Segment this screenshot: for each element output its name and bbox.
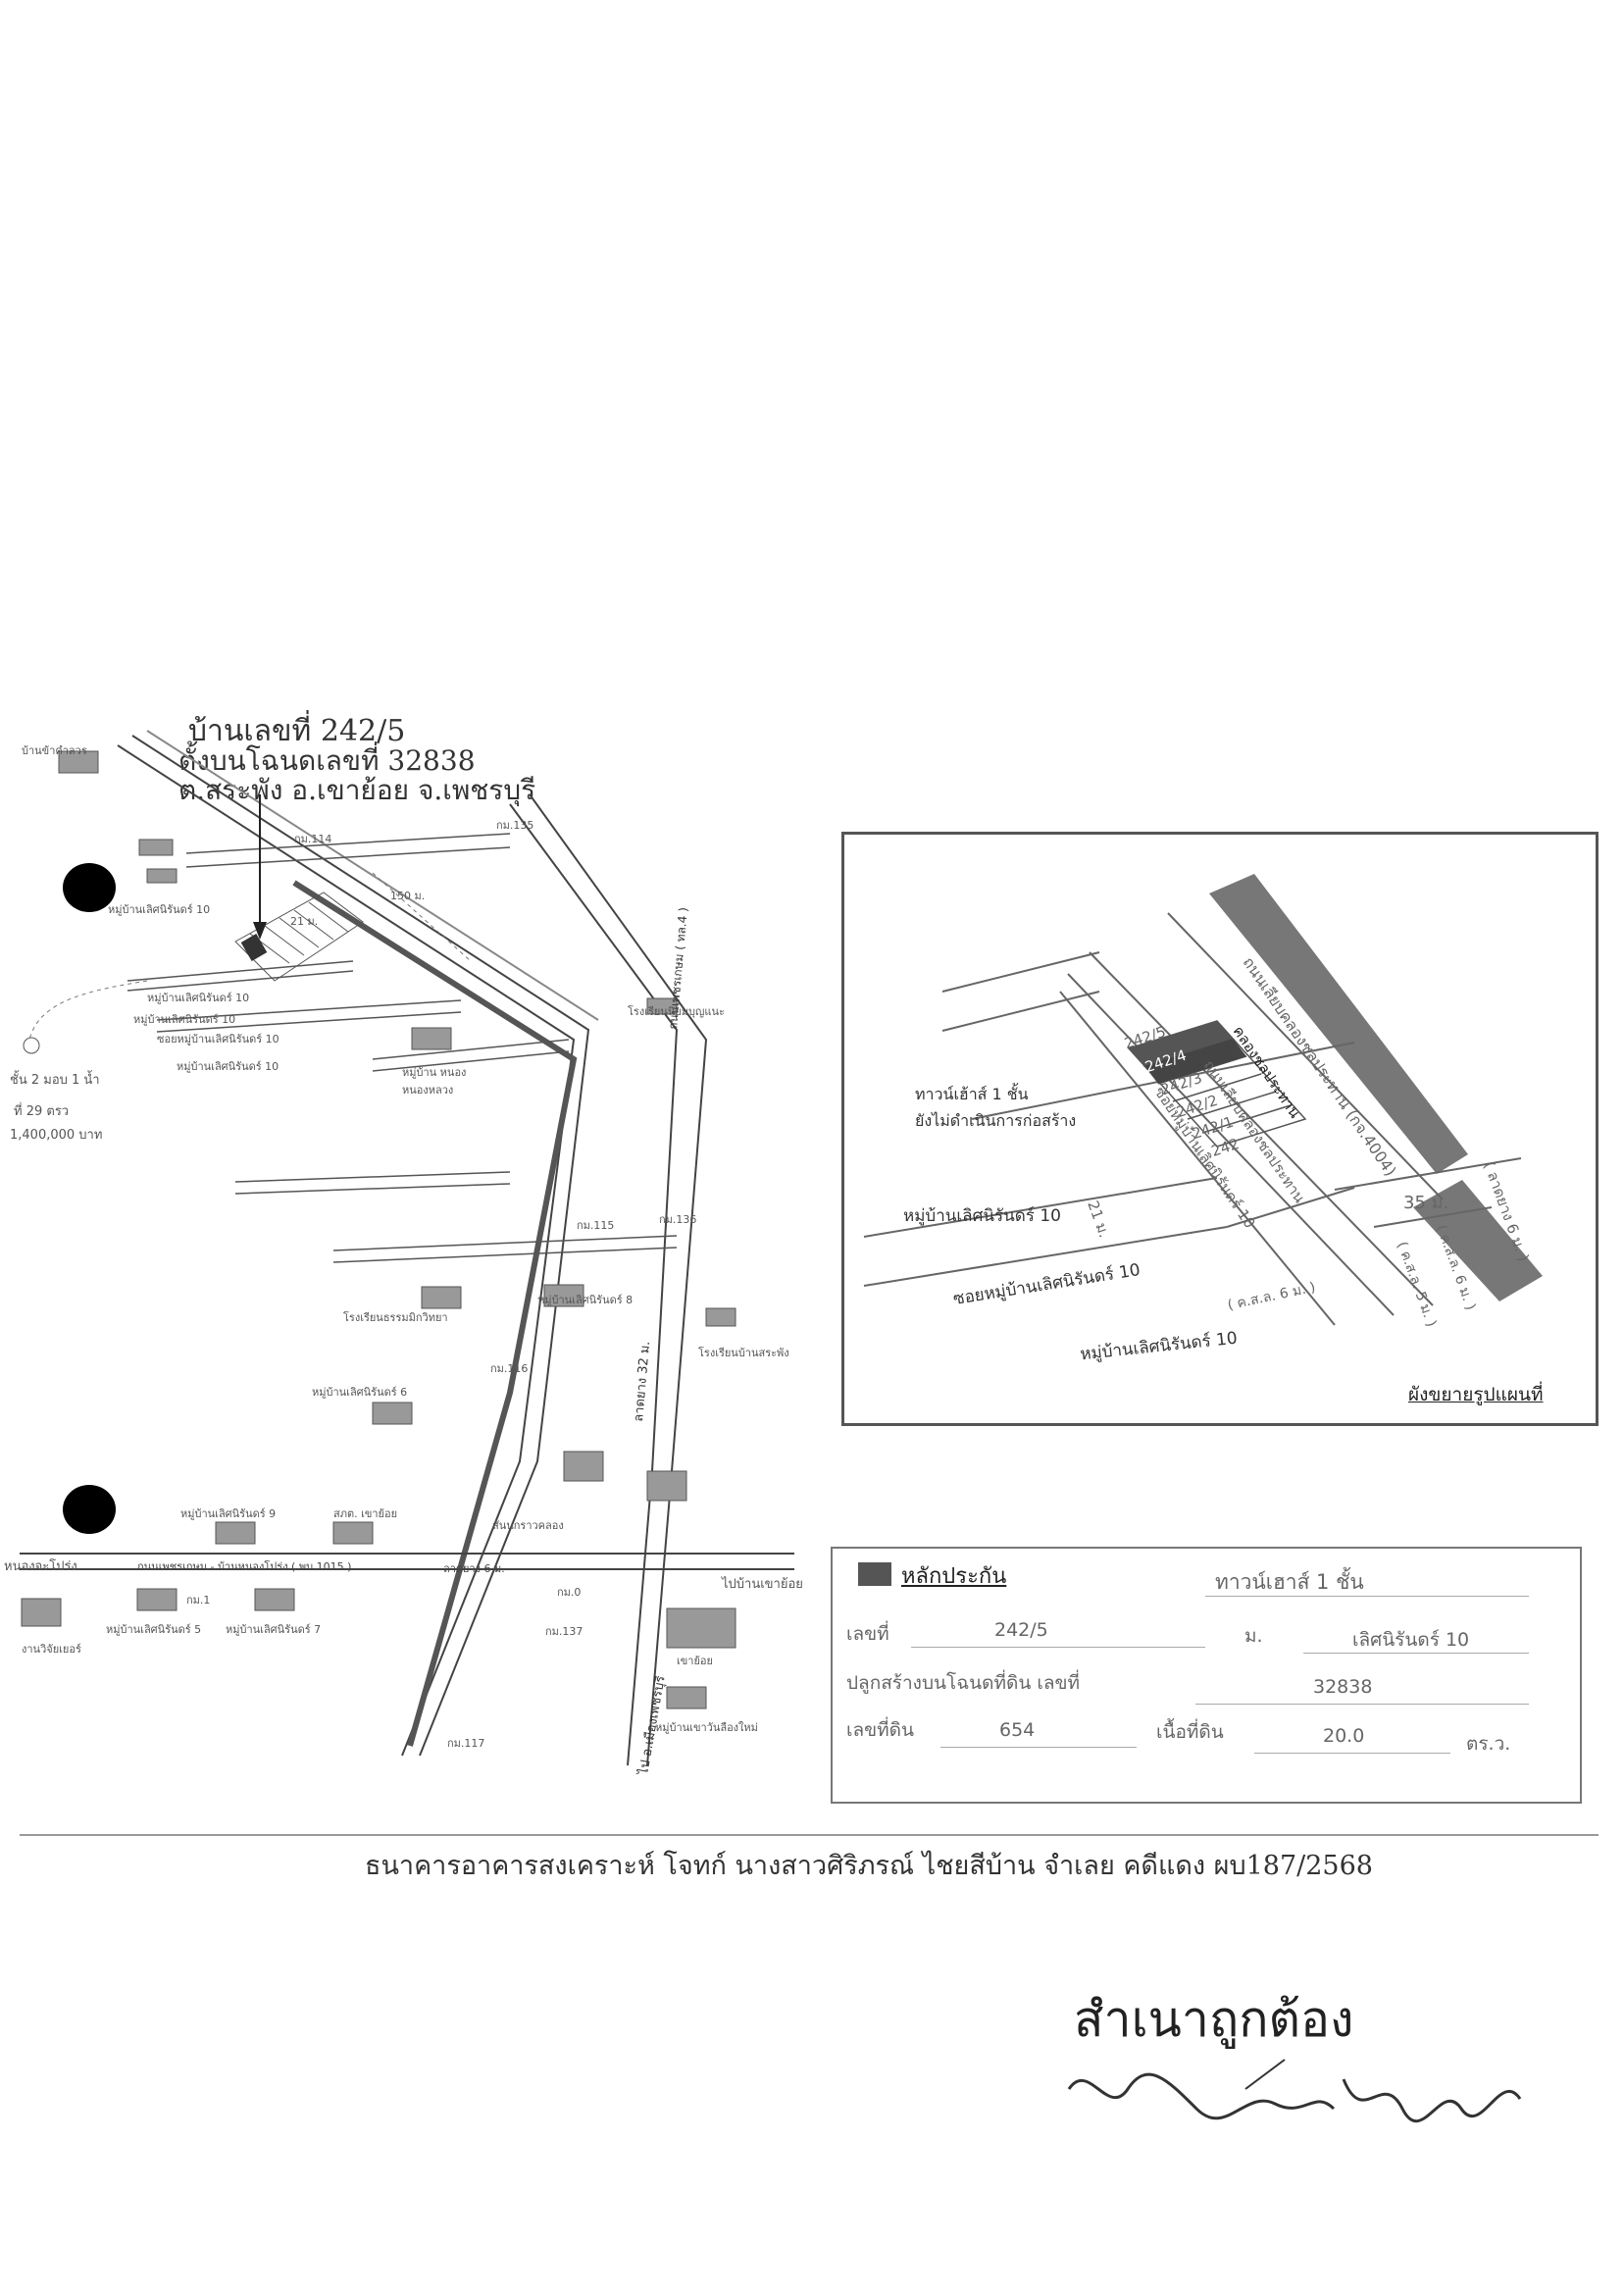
map-label: หมู่บ้าน หนองหนองหลวง: [402, 1066, 467, 1096]
map-label: สภต. เขาย้อย: [333, 1507, 398, 1520]
map-label: กม.116: [490, 1362, 529, 1375]
map-label: โรงเรียนนิยมบุญแนะ: [628, 1005, 725, 1018]
inset-plan-drawing: [863, 874, 1543, 1326]
collateral-box: หลักประกัน ทาวน์เฮาส์ 1 ชั้น เลขที่ 242/…: [831, 1547, 1582, 1804]
map-label: 21 ม.: [290, 915, 319, 928]
svg-text:ลาดยาง 32 ม.: ลาดยาง 32 ม.: [632, 1341, 653, 1422]
map-label: กม.115: [577, 1219, 615, 1232]
map-label: หมู่บ้านเลิศนิรันดร์ 7: [226, 1623, 322, 1636]
map-label: หมู่บ้านเลิศนิรันดร์ 6: [312, 1386, 408, 1399]
collateral-no-value: 242/5: [994, 1619, 1048, 1641]
collateral-area-unit: ตร.ว.: [1466, 1733, 1511, 1755]
map-label: กม.114: [294, 833, 332, 845]
collateral-no-label: เลขที่: [846, 1623, 889, 1645]
map-label: ไปบ้านเขาย้อย: [722, 1577, 803, 1592]
map-label: กม.117: [447, 1737, 485, 1750]
map-label: ที่ 29 ตรว: [14, 1104, 70, 1119]
map-label: บ้านข้าคำลวร: [22, 744, 87, 757]
inset-townhouse: ทาวน์เฮ้าส์ 1 ชั้น: [915, 1085, 1029, 1103]
map-label: ชั้น 2 มอบ 1 น้ำ: [10, 1073, 100, 1088]
inset-village: หมู่บ้านเลิศนิรันดร์ 10: [903, 1206, 1061, 1226]
collateral-deed-value: 32838: [1313, 1676, 1373, 1698]
collateral-moo-value: เลิศนิรันดร์ 10: [1352, 1629, 1470, 1651]
map-label: กม.135: [496, 819, 534, 832]
map-label: หมู่บ้านเลิศนิรันดร์ 8: [537, 1294, 634, 1306]
map-label: โรงเรียนบ้านสระพัง: [698, 1347, 789, 1359]
inset-title: ผังขยายรูปแผนที่: [1408, 1384, 1544, 1405]
redaction-mark: [63, 1485, 116, 1534]
map-label: ซอยหมู่บ้านเลิศนิรันดร์ 10: [157, 1033, 279, 1046]
map-label: หมู่บ้านเลิศนิรันดร์ 9: [180, 1507, 277, 1520]
map-label: โรงเรียนธรรมมิกวิทยา: [343, 1311, 448, 1324]
header-deed: ตั้งบนโฉนดเลขที่ 32838: [178, 744, 476, 777]
collateral-type: ทาวน์เฮาส์ 1 ชั้น: [1215, 1570, 1364, 1594]
map-label: กม.136: [659, 1213, 697, 1226]
collateral-land-no-label: เลขที่ดิน: [846, 1719, 914, 1741]
map-label: หมู่บ้านเลิศนิรันดร์ 10: [108, 903, 211, 916]
collateral-title: หลักประกัน: [901, 1564, 1007, 1589]
map-label: กม.137: [545, 1625, 584, 1638]
map-label: หมู่บ้านเขาวันลืองใหม่: [655, 1721, 758, 1734]
map-label: 1,400,000 บาท: [10, 1128, 103, 1143]
location-map: ลาดยาง 32 ม. ถนนเพชรเกษม ( ทล.4 ) ไป อ.เ…: [20, 730, 794, 1777]
map-label: งานวิจัยเยอร์: [22, 1643, 81, 1656]
footer-divider: [20, 1834, 1599, 1836]
road-label: ถนนเพชรเกษม - บ้านหนองโปร่ง ( พบ 1015 ): [137, 1560, 352, 1573]
map-label: 150 ม.: [390, 890, 426, 902]
map-label: หมู่บ้านเลิศนิรันดร์ 10: [177, 1060, 279, 1073]
header-house-no: บ้านเลขที่ 242/5: [188, 714, 406, 748]
map-label: หมู่บ้านเลิศนิรันดร์ 10: [133, 1013, 236, 1026]
map-label: หมู่บ้านเลิศนิรันดร์ 10: [147, 992, 250, 1004]
inset-not-built: ยังไม่ดำเนินการก่อสร้าง: [915, 1111, 1077, 1130]
certified-copy-stamp: สำเนาถูกต้อง: [1074, 1991, 1354, 2048]
redaction-mark: [63, 863, 116, 912]
collateral-area-value: 20.0: [1323, 1725, 1365, 1747]
map-label: กม.1: [186, 1594, 211, 1606]
collateral-deed-label: ปลูกสร้างบนโฉนดที่ดิน เลขที่: [846, 1672, 1081, 1694]
collateral-swatch: [858, 1562, 891, 1586]
map-label: กม.0: [557, 1586, 582, 1599]
collateral-moo-label: ม.: [1244, 1625, 1263, 1647]
map-label: สันนกราวคลอง: [492, 1519, 564, 1532]
footer-case: ธนาคารอาคารสงเคราะห์ โจทก์ นางสาวศิริภรณ…: [365, 1851, 1373, 1881]
signature: [1067, 2059, 1522, 2123]
map-label: หมู่บ้านเลิศนิรันดร์ 5: [106, 1623, 202, 1636]
collateral-area-label: เนื้อที่ดิน: [1156, 1721, 1224, 1743]
map-label: เขาย้อย: [677, 1655, 713, 1667]
inset-plan: ถนนเลียบคลองชลประทาน (กจ.4004) คลองชลประ…: [841, 832, 1599, 1426]
inset-dim: 35 ม.: [1403, 1193, 1449, 1213]
road-label: ลาดยาง 6 ม.: [443, 1562, 505, 1575]
collateral-land-no-value: 654: [999, 1719, 1036, 1741]
map-label: หนองจะโปร่ง: [4, 1559, 77, 1574]
